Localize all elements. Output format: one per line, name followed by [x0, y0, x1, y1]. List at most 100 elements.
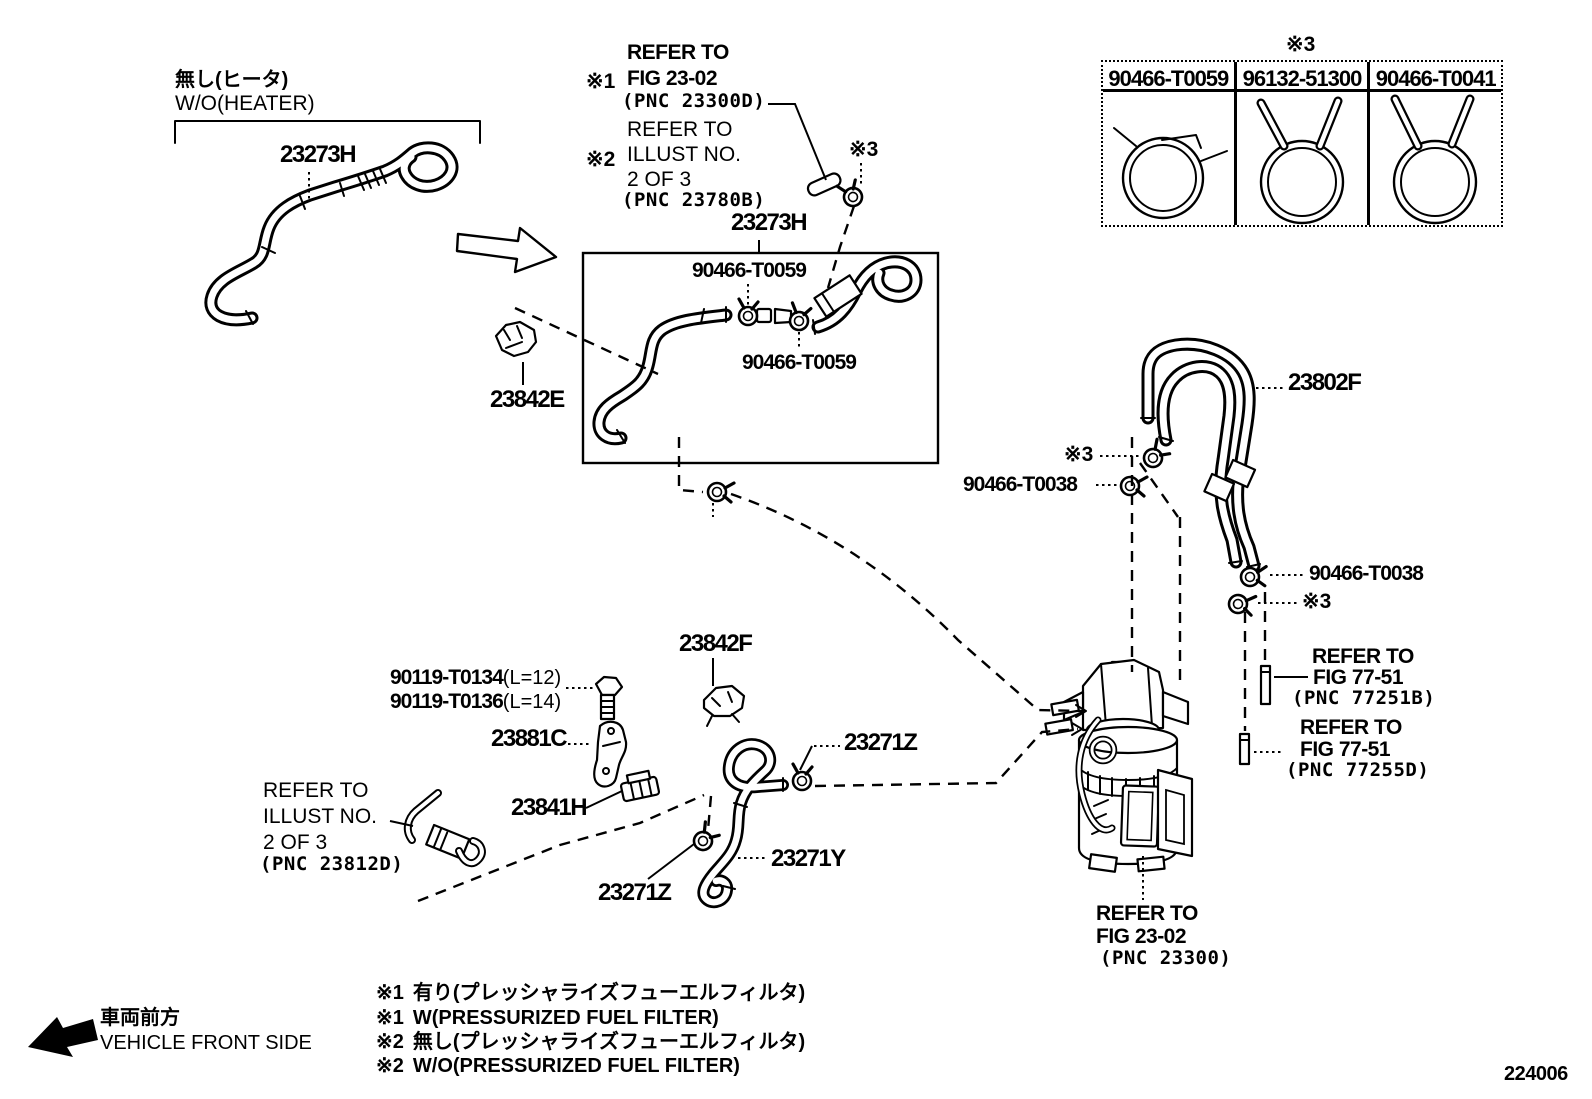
clamp-table-cell: 96132-51300 — [1233, 62, 1368, 225]
bolt-t0134-number: 90119-T0134 — [390, 666, 504, 689]
label-23842f: 23842F — [679, 630, 753, 657]
heater-note-jp: 無し(ヒータ) — [175, 69, 289, 91]
clamp-table-header-3: 90466-T0041 — [1370, 62, 1502, 92]
mark-3-right: ※3 — [1064, 443, 1094, 466]
fuel-filter-icon — [1044, 658, 1194, 873]
table-clamp-t0059-icon — [1113, 127, 1228, 220]
label-bolt-t0134: 90119-T0134(L=12) — [390, 667, 561, 688]
ref-7751a-l2: FIG 77-51 — [1313, 666, 1404, 689]
ref-23780b-l1: REFER TO — [627, 118, 733, 141]
hose-23273h-icon — [204, 141, 459, 327]
ref-7751a-l3: (PNC 77251B) — [1292, 687, 1436, 709]
ref-7751a-l1: REFER TO — [1312, 645, 1414, 668]
heater-note-bracket — [174, 120, 481, 144]
note-1-mark: ※1 — [376, 982, 404, 1004]
label-23271y: 23271Y — [771, 845, 846, 872]
clamp-23271z-bottom-icon — [688, 820, 723, 856]
ref-23812d-l4: (PNC 23812D) — [260, 853, 404, 875]
label-23271z-bottom: 23271Z — [598, 879, 672, 906]
mark-3-top: ※3 — [849, 138, 879, 161]
bolt-t0134-length: (L=12) — [502, 667, 562, 689]
table-clamp-t0041-icon — [1390, 94, 1478, 225]
label-23273h-top: 23273H — [280, 141, 357, 168]
mark-2: ※2 — [586, 148, 616, 171]
bracket-23881c-icon — [593, 720, 628, 788]
clamp-mark3-belowbox-icon — [706, 481, 736, 504]
ref-23812d-l3: 2 OF 3 — [263, 831, 328, 854]
label-23841h: 23841H — [511, 794, 588, 821]
clamp-table-header-2: 96132-51300 — [1236, 62, 1368, 92]
label-23802f: 23802F — [1288, 369, 1362, 396]
leader-lines — [308, 103, 1308, 900]
clamp-table-mark: ※3 — [1286, 33, 1316, 56]
clamp-table-cell: 90466-T0041 — [1367, 62, 1502, 225]
note-2-mark: ※1 — [376, 1007, 404, 1029]
vehicle-front-arrow-icon — [28, 1017, 98, 1057]
clamp-90466-t0059-icon-2 — [787, 301, 813, 333]
clamp-table-cell: 90466-T0059 — [1103, 62, 1234, 225]
dashed-links — [417, 205, 1267, 903]
clamp-t0038-left-icon — [1119, 475, 1149, 498]
clamp-table-header-1: 90466-T0059 — [1103, 62, 1234, 92]
note-row-3: ※2 無し(プレッシャライズフューエルフィルタ) — [376, 1031, 805, 1053]
ref-23812d-l1: REFER TO — [263, 779, 369, 802]
clip-23842e-icon — [494, 320, 538, 358]
direction-arrow-icon — [455, 226, 558, 274]
note-4-text: W/O(PRESSURIZED FUEL FILTER) — [412, 1055, 740, 1077]
page-code: 224006 — [1504, 1063, 1568, 1085]
ref-23780b-l4: (PNC 23780B) — [622, 189, 766, 211]
clamp-table: 90466-T0059 96132-51300 90466-T0041 — [1101, 60, 1503, 227]
bolt-t0136-number: 90119-T0136 — [390, 690, 504, 713]
label-23273h-box: 23273H — [731, 209, 808, 236]
ref-23780b-l2: ILLUST NO. — [627, 143, 741, 166]
ref-2302-l2: FIG 23-02 — [1096, 925, 1187, 948]
label-23881c: 23881C — [491, 725, 568, 752]
ref-7751b-l1: REFER TO — [1300, 716, 1402, 739]
note-3-text: 無し(プレッシャライズフューエルフィルタ) — [412, 1031, 806, 1053]
detail-box — [581, 251, 940, 465]
heater-note-en: W/O(HEATER) — [175, 92, 315, 115]
connector-piece-icon — [755, 307, 773, 324]
note-1-text: 有り(プレッシャライズフューエルフィルタ) — [412, 982, 806, 1004]
label-t0038-right: 90466-T0038 — [1309, 562, 1424, 585]
bolt-90119-icon — [594, 675, 624, 721]
note-row-1: ※1 有り(プレッシャライズフューエルフィルタ) — [376, 982, 805, 1004]
note-row-4: ※2 W/O(PRESSURIZED FUEL FILTER) — [376, 1055, 740, 1077]
clip-23842f-icon — [702, 684, 746, 727]
bolt-t0136-length: (L=14) — [502, 691, 562, 713]
hose-inbox-right-icon — [811, 255, 923, 335]
pipe-23812d-icon — [403, 789, 486, 868]
note-2-text: W(PRESSURIZED FUEL FILTER) — [412, 1007, 719, 1029]
ref-2302-l1: REFER TO — [1096, 902, 1198, 925]
clamp-mark3-bottomright-icon — [1226, 592, 1258, 618]
note-3-mark: ※2 — [376, 1031, 404, 1053]
ref-fig2302d-l3: (PNC 23300D) — [622, 90, 766, 112]
mark-3-bottomright: ※3 — [1302, 590, 1332, 613]
clamp-23271z-top-icon — [791, 762, 814, 792]
ref-7751b-l2: FIG 77-51 — [1300, 738, 1391, 761]
ref-2302-l3: (PNC 23300) — [1100, 947, 1232, 969]
label-t0059-lower: 90466-T0059 — [742, 351, 857, 374]
label-23271z-top: 23271Z — [844, 729, 918, 756]
front-side-en: VEHICLE FRONT SIDE — [100, 1032, 312, 1054]
label-t0059-upper: 90466-T0059 — [692, 259, 807, 282]
pin-77255d-icon — [1238, 732, 1251, 766]
clamp-23841h-icon — [619, 769, 661, 803]
connector-23300d-icon — [806, 172, 842, 197]
label-t0038-left: 90466-T0038 — [963, 473, 1078, 496]
hose-inbox-left-icon — [592, 306, 733, 446]
pin-77251b-icon — [1259, 664, 1272, 706]
ref-7751b-l3: (PNC 77255D) — [1286, 759, 1430, 781]
label-bolt-t0136: 90119-T0136(L=14) — [390, 691, 561, 712]
ref-23780b-l3: 2 OF 3 — [627, 168, 692, 191]
hose-23271y-icon — [697, 738, 789, 909]
note-4-mark: ※2 — [376, 1055, 404, 1077]
note-row-2: ※1 W(PRESSURIZED FUEL FILTER) — [376, 1007, 719, 1029]
clamp-t0038-right-icon — [1238, 564, 1270, 590]
connector-plug-icon — [773, 307, 793, 325]
front-side-jp: 車両前方 — [100, 1007, 180, 1029]
label-23842e: 23842E — [490, 386, 565, 413]
mark-1: ※1 — [586, 70, 616, 93]
